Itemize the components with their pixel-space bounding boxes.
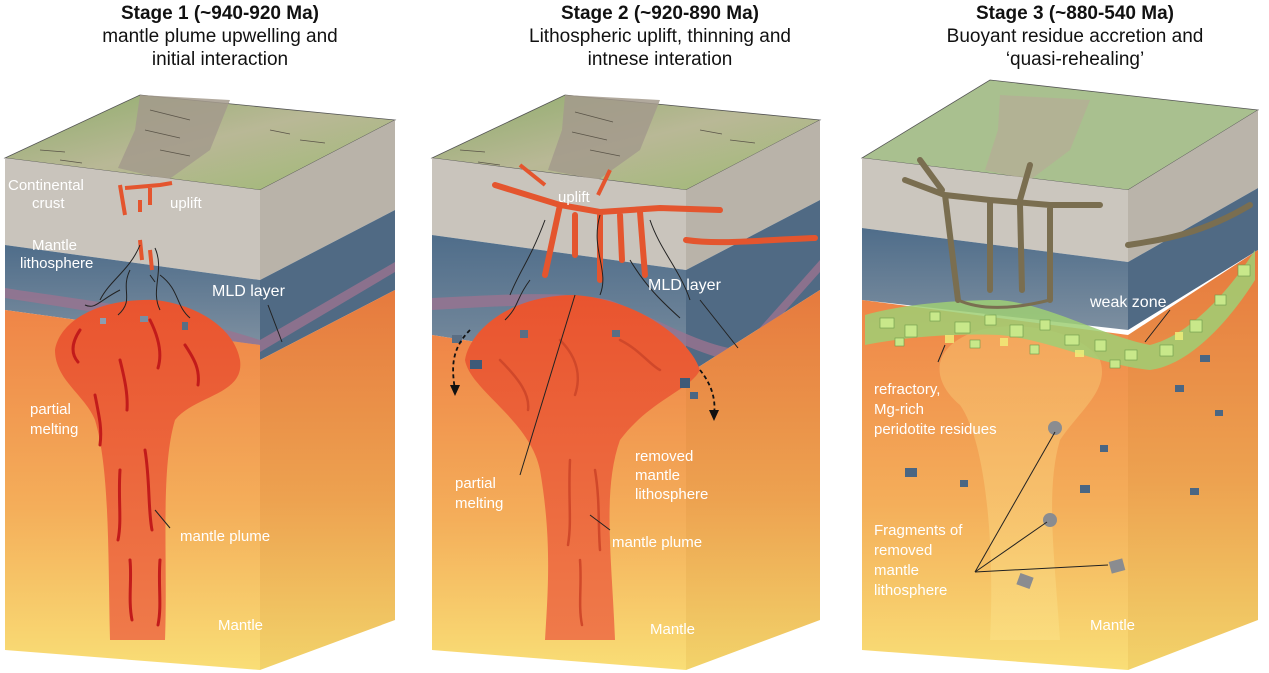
stage1-mld-band [5,262,395,352]
stage2-label-removed-1: removed [635,448,693,465]
stage3-subtitle-line1: Buoyant residue accretion and [946,26,1204,47]
stage3-subtitle-line2: ‘quasi-rehealing’ [1005,49,1145,70]
stage1-label-mantle: Mantle [218,617,263,634]
stage3-residue-zone [865,250,1255,370]
stage2-block: uplift MLD layer partial melting removed… [430,94,822,670]
stage1-label-crust-2: crust [32,195,65,212]
stage3-rift-valley [985,95,1090,180]
stage2-label-plume: mantle plume [612,534,702,551]
stage2-crust-side [686,120,820,270]
stage3-label-refr-1: refractory, [874,381,940,398]
stage3-title: Stage 3 (~880-540 Ma) [975,3,1174,24]
stage1-label-partial-2: melting [30,421,78,438]
stage3-lithosphere-side [1128,188,1258,330]
stage3-label-weak: weak zone [1089,294,1167,311]
stage2-mantle-side [686,290,820,670]
stage3-label-frag-1: Fragments of [874,522,963,539]
stage1-title: Stage 1 (~940-920 Ma) [120,3,319,24]
stage2-label-uplift: uplift [558,189,591,206]
stage3-faded-plume [939,326,1102,640]
stage2-lithosphere-side [686,200,820,375]
stage2-label-partial-2: melting [455,495,503,512]
stage1-mantle-side [260,290,395,670]
stage3-label-refr-3: peridotite residues [874,421,997,438]
stage2-label-removed-2: mantle [635,467,680,484]
stage3-crust-side [1128,110,1258,262]
stage1-subtitle-line1: mantle plume upwelling and [102,26,338,47]
stage2-plume [465,295,700,640]
stage1-crust-front [5,158,260,280]
stage1-label-partial-1: partial [30,401,71,418]
stage3-label-mantle: Mantle [1090,617,1135,634]
stage3-title-block: Stage 3 (~880-540 Ma) Buoyant residue ac… [885,2,1265,71]
stage3-block: weak zone refractory, Mg-rich peridotite… [860,79,1260,670]
stage2-label-mld: MLD layer [648,277,722,294]
stage1-rift-valley [118,95,230,180]
stage1-label-uplift: uplift [170,195,203,212]
stage1-label-mantle-lith-1: Mantle [32,237,77,254]
stage2-label-mantle: Mantle [650,621,695,638]
stage2-label-removed-3: lithosphere [635,486,708,503]
stage1-label-mld: MLD layer [212,283,286,300]
stage1-block: Continental crust uplift Mantle lithosph… [3,94,397,670]
stage2-rift-valley [548,95,660,180]
stage3-label-frag-3: mantle [874,562,919,579]
stage3-label-refr-2: Mg-rich [874,401,924,418]
stage2-title-block: Stage 2 (~920-890 Ma) Lithospheric uplif… [460,2,860,71]
stage1-label-mantle-lith-2: lithosphere [20,255,93,272]
stage2-title: Stage 2 (~920-890 Ma) [560,3,759,24]
stage1-label-plume: mantle plume [180,528,270,545]
stage1-subtitle-line2: initial interaction [151,49,289,70]
stage3-label-frag-2: removed [874,542,932,559]
stage1-title-block: Stage 1 (~940-920 Ma) mantle plume upwel… [20,2,420,71]
stage2-label-partial-1: partial [455,475,496,492]
stage3-crust-front [862,158,1128,262]
stage1-label-crust-1: Continental [8,177,84,194]
stage2-subtitle-line2: intnese interation [587,49,733,70]
stage1-crust-side [260,120,395,280]
stage2-subtitle-line1: Lithospheric uplift, thinning and [529,26,791,47]
stage3-label-frag-4: lithosphere [874,582,947,599]
